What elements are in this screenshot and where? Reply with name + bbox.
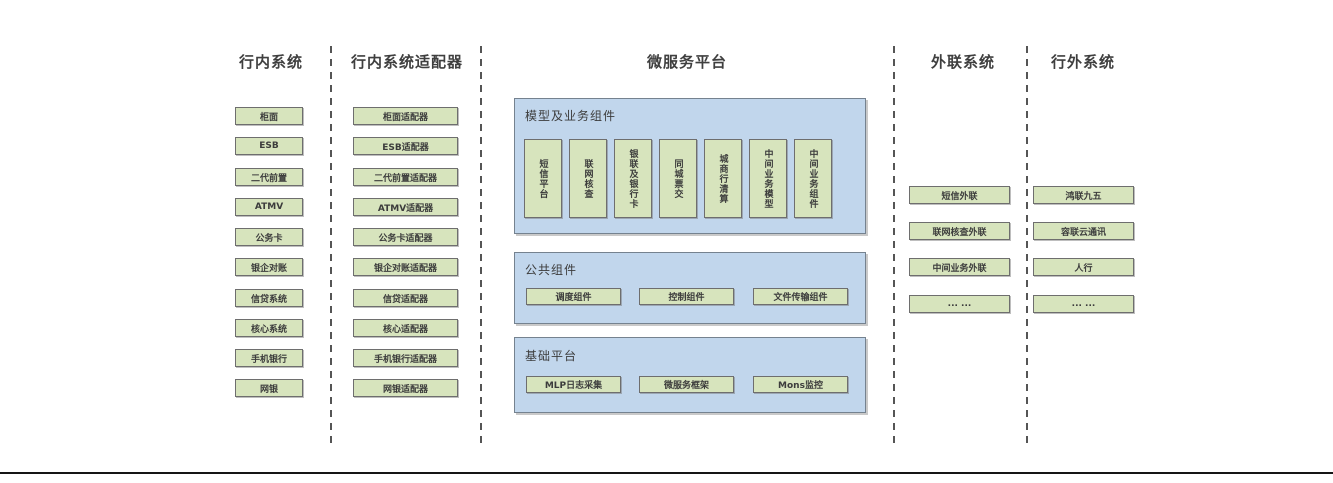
component-box-vertical: 中间业务组件	[794, 139, 832, 218]
component-box-vertical: 短信平台	[524, 139, 562, 218]
adapter-box: 二代前置适配器	[353, 168, 458, 186]
panel-label: 公共组件	[525, 263, 578, 277]
internal-system-box: 手机银行	[235, 349, 303, 367]
internal-system-box: 银企对账	[235, 258, 303, 276]
component-box: 微服务框架	[639, 376, 734, 393]
panel-label: 基础平台	[525, 349, 578, 363]
component-box: 调度组件	[526, 288, 621, 305]
internal-system-box: 网银	[235, 379, 303, 397]
adapter-box: 核心适配器	[353, 319, 458, 337]
adapter-box: 手机银行适配器	[353, 349, 458, 367]
panel-common-components: 公共组件 调度组件 控制组件 文件传输组件	[514, 252, 866, 324]
bottom-rule	[0, 472, 1333, 474]
component-box: MLP日志采集	[526, 376, 621, 393]
dashed-separator-2	[480, 46, 482, 443]
component-box-vertical: 中间业务模型	[749, 139, 787, 218]
internal-system-box: ESB	[235, 137, 303, 155]
internal-system-box: 二代前置	[235, 168, 303, 186]
column-title-outreach: 外联系统	[930, 53, 995, 71]
dashed-separator-4	[1026, 46, 1028, 443]
panel-base-platform: 基础平台 MLP日志采集 微服务框架 Mons监控	[514, 337, 866, 413]
component-box-vertical: 银联及银行卡	[614, 139, 652, 218]
internal-system-box: ATMV	[235, 198, 303, 216]
internal-system-box: 核心系统	[235, 319, 303, 337]
outreach-system-box: ... ...	[909, 295, 1010, 313]
component-box-vertical: 联网核查	[569, 139, 607, 218]
column-title-platform: 微服务平台	[646, 53, 727, 71]
component-box: 文件传输组件	[753, 288, 848, 305]
column-title-external: 行外系统	[1050, 53, 1115, 71]
adapter-box: 网银适配器	[353, 379, 458, 397]
dashed-separator-3	[893, 46, 895, 443]
external-system-box: 人行	[1033, 258, 1134, 276]
internal-system-box: 柜面	[235, 107, 303, 125]
component-box: 控制组件	[639, 288, 734, 305]
internal-system-box: 公务卡	[235, 228, 303, 246]
component-box-vertical: 同城票交	[659, 139, 697, 218]
adapter-box: ATMV适配器	[353, 198, 458, 216]
adapter-box: ESB适配器	[353, 137, 458, 155]
adapter-box: 银企对账适配器	[353, 258, 458, 276]
adapter-box: 柜面适配器	[353, 107, 458, 125]
column-title-adapters: 行内系统适配器	[350, 53, 463, 71]
external-system-box: 容联云通讯	[1033, 222, 1134, 240]
component-box-vertical: 城商行清算	[704, 139, 742, 218]
dashed-separator-1	[330, 46, 332, 443]
external-system-box: 鸿联九五	[1033, 186, 1134, 204]
adapter-box: 公务卡适配器	[353, 228, 458, 246]
external-system-box: ... ...	[1033, 295, 1134, 313]
outreach-system-box: 短信外联	[909, 186, 1010, 204]
adapter-box: 信贷适配器	[353, 289, 458, 307]
panel-label: 模型及业务组件	[525, 109, 617, 123]
panel-model-business-components: 模型及业务组件 短信平台 联网核查 银联及银行卡 同城票交 城商行清算 中间业务…	[514, 98, 866, 234]
outreach-system-box: 中间业务外联	[909, 258, 1010, 276]
column-title-internal: 行内系统	[238, 53, 303, 71]
internal-system-box: 信贷系统	[235, 289, 303, 307]
outreach-system-box: 联网核查外联	[909, 222, 1010, 240]
component-box: Mons监控	[753, 376, 848, 393]
